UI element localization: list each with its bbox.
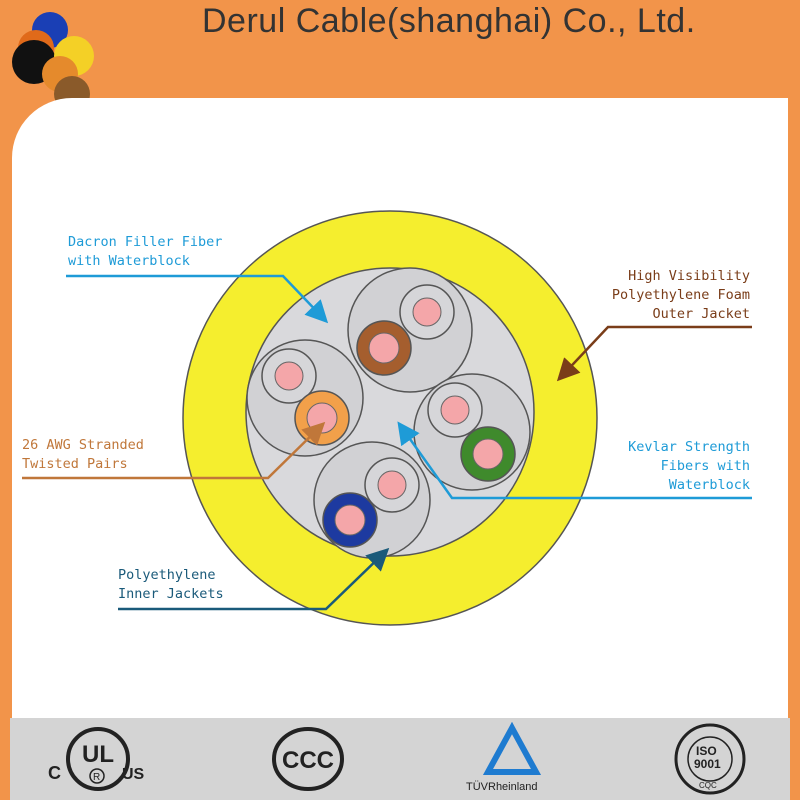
- leader-inner-jackets: [118, 547, 390, 611]
- iso-certification-logo: ISO 9001 CQC: [674, 723, 746, 795]
- label-twisted-pairs: 26 AWG Stranded Twisted Pairs: [22, 437, 144, 472]
- leader-dacron: [66, 274, 329, 324]
- subunit-orange: [246, 339, 364, 457]
- label-inner-jackets: Polyethylene Inner Jackets: [118, 567, 224, 602]
- iso-text: ISO: [696, 744, 717, 758]
- label-outer-jacket: High Visibility Polyethylene Foam Outer …: [611, 268, 750, 322]
- company-name: Derul Cable(shanghai) Co., Ltd.: [202, 2, 696, 40]
- ul-text: UL: [82, 741, 114, 768]
- label-dacron-filler: Dacron Filler Fiber with Waterblock: [68, 234, 223, 269]
- ul-us-text: US: [122, 766, 145, 783]
- ccc-text: CCC: [282, 747, 334, 774]
- subunit-green: [413, 373, 531, 491]
- subunit-brown: [347, 267, 473, 393]
- iso-cqc-text: CQC: [699, 781, 717, 790]
- header-bar: [0, 0, 800, 98]
- ul-c-text: C: [48, 763, 61, 783]
- ul-r-text: R: [93, 772, 100, 783]
- label-kevlar: Kevlar Strength Fibers with Waterblock: [628, 439, 750, 493]
- leader-kevlar: [397, 421, 752, 500]
- tuv-text: TÜVRheinland: [466, 781, 538, 793]
- ccc-certification-logo: CCC: [272, 727, 344, 791]
- subunit-blue: [313, 441, 431, 559]
- ul-certification-logo: C US UL R: [48, 727, 145, 791]
- footer-bar: [10, 718, 790, 800]
- iso-9001-text: 9001: [694, 757, 721, 771]
- leader-outer-jacket: [556, 325, 752, 382]
- tuv-certification-logo: TÜVRheinland: [466, 722, 542, 793]
- leader-twisted-pairs: [22, 421, 326, 480]
